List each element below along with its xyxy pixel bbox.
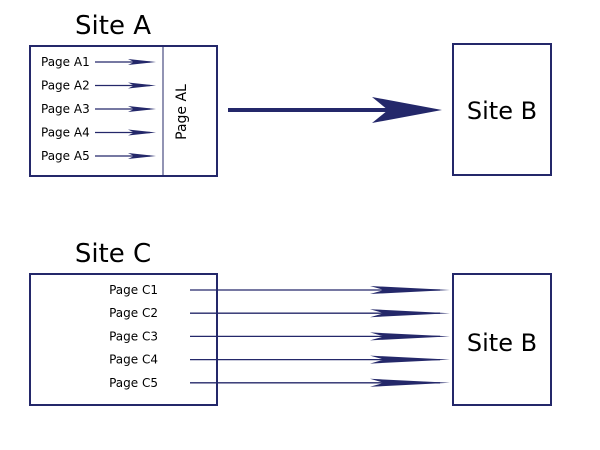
page-c1-arrowhead [370, 286, 450, 294]
page-a1-label: Page A1 [41, 55, 90, 69]
page-c4-label: Page C4 [109, 353, 158, 367]
page-a2-arrowhead [128, 82, 156, 89]
site-b-box-top [452, 43, 552, 176]
page-c3-label: Page C3 [109, 329, 158, 343]
site-c-page-list: Page C1 Page C2 Page C3 Page C4 Page C5 [109, 283, 450, 390]
page-c2-arrowhead [370, 309, 450, 318]
site-c-box [29, 273, 218, 406]
page-c4-arrowhead [370, 355, 450, 364]
site-a-to-site-b-arrowhead [372, 97, 442, 123]
site-b-box-bottom [452, 273, 552, 406]
page-a2-label: Page A2 [41, 79, 90, 93]
site-a-box [29, 45, 218, 177]
page-a4-arrowhead [128, 129, 156, 136]
page-a4-label: Page A4 [41, 126, 90, 140]
page-c2-label: Page C2 [109, 306, 158, 320]
site-a-title: Site A [75, 11, 151, 41]
page-a1-arrowhead [128, 59, 156, 65]
site-c-title: Site C [75, 239, 151, 269]
page-a5-arrowhead [128, 153, 156, 159]
site-b-label-bottom: Site B [467, 329, 537, 357]
page-c1-label: Page C1 [109, 283, 158, 297]
page-c5-arrowhead [370, 378, 450, 387]
page-a5-label: Page A5 [41, 149, 90, 163]
site-b-label-top: Site B [467, 97, 537, 125]
page-al-label: Page AL [174, 84, 190, 140]
page-c5-label: Page C5 [109, 376, 158, 390]
page-c3-arrowhead [370, 332, 450, 341]
site-a-page-list: Page A1 Page A2 Page A3 Page A4 Page A5 [41, 55, 156, 163]
page-a3-label: Page A3 [41, 102, 90, 116]
page-a3-arrowhead [128, 106, 156, 112]
